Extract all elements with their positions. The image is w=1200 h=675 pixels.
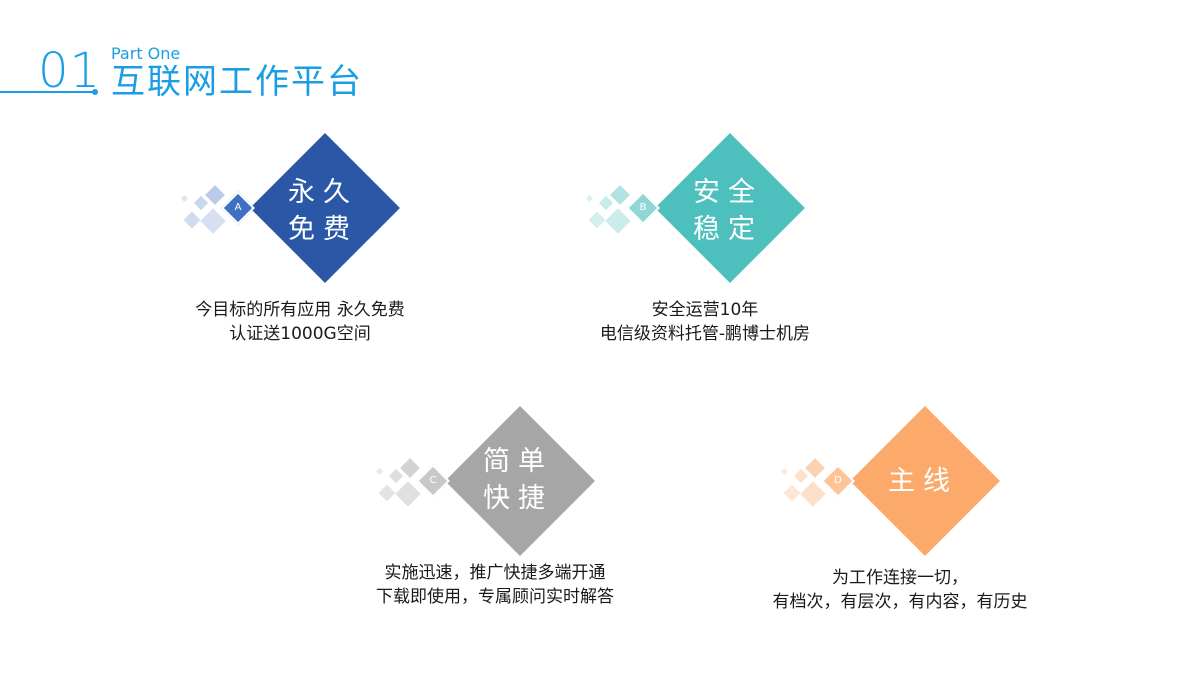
title-dot bbox=[92, 89, 98, 95]
card-c-desc-line2: 下载即使用，专属顾问实时解答 bbox=[376, 587, 614, 607]
page-title: 互联网工作平台 bbox=[111, 62, 363, 102]
deco-square bbox=[400, 458, 420, 478]
card-a-desc-line1: 今目标的所有应用 永久免费 bbox=[195, 300, 405, 320]
deco-square bbox=[205, 185, 225, 205]
deco-square bbox=[805, 458, 825, 478]
deco-square bbox=[395, 481, 421, 507]
deco-square bbox=[800, 481, 826, 507]
deco-square bbox=[183, 211, 201, 229]
deco-square bbox=[193, 195, 209, 211]
diamond-b-line2: 稳定 bbox=[693, 214, 763, 245]
card-b-desc-line2: 电信级资料托管-鹏博士机房 bbox=[599, 324, 811, 344]
card-c-desc-line1: 实施迅速，推广快捷多端开通 bbox=[384, 563, 606, 583]
badge-c-letter: C bbox=[429, 475, 437, 486]
card-d-desc-line1: 为工作连接一切， bbox=[832, 568, 968, 588]
diamond-b-title: 安全 稳定 bbox=[663, 174, 793, 248]
deco-square bbox=[598, 195, 614, 211]
diamond-d-line1: 主线 bbox=[888, 466, 958, 497]
card-d-desc-line2: 有档次，有层次，有内容，有历史 bbox=[772, 592, 1028, 612]
diamond-a-line2: 免费 bbox=[288, 214, 358, 245]
deco-square bbox=[588, 211, 606, 229]
deco-square bbox=[378, 484, 396, 502]
deco-square bbox=[783, 484, 801, 502]
card-b-desc: 安全运营10年 电信级资料托管-鹏博士机房 bbox=[535, 298, 875, 346]
deco-square bbox=[780, 467, 789, 476]
deco-square bbox=[180, 194, 189, 203]
section-part-label: Part One bbox=[111, 44, 181, 63]
deco-square bbox=[585, 194, 594, 203]
deco-square bbox=[610, 185, 630, 205]
diamond-a-title: 永久 免费 bbox=[258, 174, 388, 248]
badge-a-letter: A bbox=[234, 202, 242, 213]
feature-card-b: B 安全 稳定 安全运营10年 电信级资料托管-鹏博士机房 bbox=[555, 130, 855, 390]
feature-card-a: A 永久 免费 今目标的所有应用 永久免费 认证送1000G空间 bbox=[150, 130, 450, 390]
badge-b-letter: B bbox=[639, 202, 647, 213]
diamond-a-line1: 永久 bbox=[288, 177, 358, 208]
diamond-d-title: 主线 bbox=[858, 463, 988, 500]
diamond-c-title: 简单 快捷 bbox=[453, 443, 583, 517]
title-underline bbox=[0, 91, 94, 93]
badge-d-letter: D bbox=[834, 475, 842, 486]
feature-card-d: D 主线 为工作连接一切， 有档次，有层次，有内容，有历史 bbox=[750, 403, 1050, 663]
card-a-desc: 今目标的所有应用 永久免费 认证送1000G空间 bbox=[130, 298, 470, 346]
diamond-b-line1: 安全 bbox=[693, 177, 763, 208]
diamond-c-line2: 快捷 bbox=[483, 483, 553, 514]
feature-card-c: C 简单 快捷 实施迅速，推广快捷多端开通 下载即使用，专属顾问实时解答 bbox=[345, 403, 645, 663]
card-b-desc-line1: 安全运营10年 bbox=[651, 300, 759, 320]
deco-square bbox=[200, 208, 226, 234]
deco-square bbox=[605, 208, 631, 234]
section-number: 01 bbox=[38, 43, 102, 99]
diamond-c-line1: 简单 bbox=[483, 446, 553, 477]
card-c-desc: 实施迅速，推广快捷多端开通 下载即使用，专属顾问实时解答 bbox=[325, 561, 665, 609]
deco-square bbox=[388, 468, 404, 484]
deco-square bbox=[375, 467, 384, 476]
deco-square bbox=[793, 468, 809, 484]
card-a-desc-line2: 认证送1000G空间 bbox=[229, 324, 371, 344]
card-d-desc: 为工作连接一切， 有档次，有层次，有内容，有历史 bbox=[730, 566, 1070, 614]
